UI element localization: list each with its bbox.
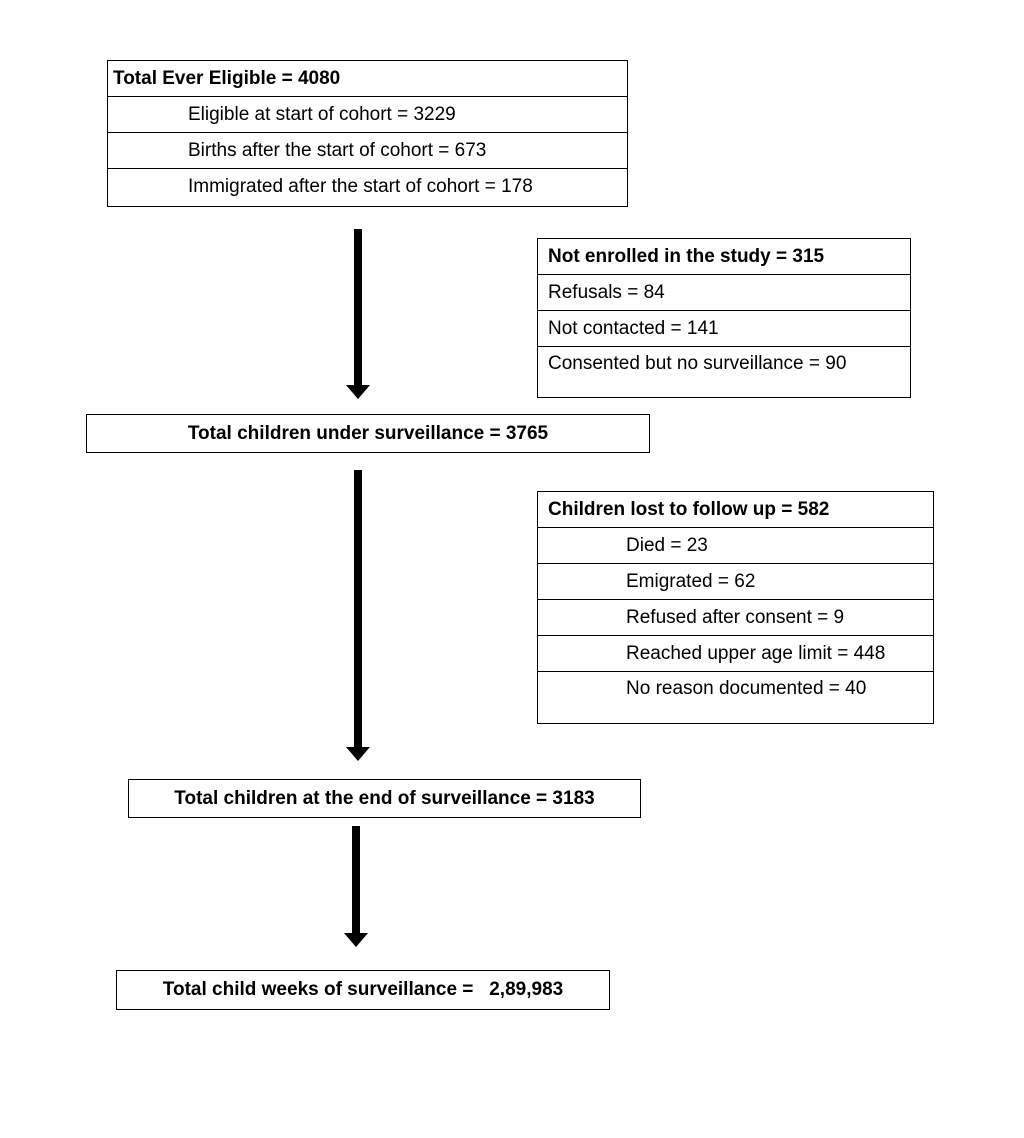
child-weeks-box: Total child weeks of surveillance = 2,89… [116, 970, 610, 1010]
not-enrolled-header: Not enrolled in the study = 315 [538, 239, 910, 275]
lost-row: Died = 23 [538, 528, 933, 564]
lost-header: Children lost to follow up = 582 [538, 492, 933, 528]
lost-row: Reached upper age limit = 448 [538, 636, 933, 672]
eligible-header: Total Ever Eligible = 4080 [108, 61, 627, 97]
not-enrolled-row: Refusals = 84 [538, 275, 910, 311]
eligible-row: Births after the start of cohort = 673 [108, 133, 627, 169]
not-enrolled-row: Consented but no surveillance = 90 [548, 353, 847, 374]
end-surveillance-box: Total children at the end of surveillanc… [128, 779, 641, 818]
eligible-row: Eligible at start of cohort = 3229 [108, 97, 627, 133]
not-enrolled-box: Not enrolled in the study = 315 Refusals… [537, 238, 911, 398]
not-enrolled-row: Not contacted = 141 [538, 311, 910, 347]
eligible-row: Immigrated after the start of cohort = 1… [188, 176, 533, 197]
lost-to-follow-up-box: Children lost to follow up = 582 Died = … [537, 491, 934, 724]
under-surveillance-box: Total children under surveillance = 3765 [86, 414, 650, 453]
lost-row: Emigrated = 62 [538, 564, 933, 600]
lost-row: No reason documented = 40 [626, 678, 867, 699]
lost-row: Refused after consent = 9 [538, 600, 933, 636]
eligible-box: Total Ever Eligible = 4080 Eligible at s… [107, 60, 628, 207]
